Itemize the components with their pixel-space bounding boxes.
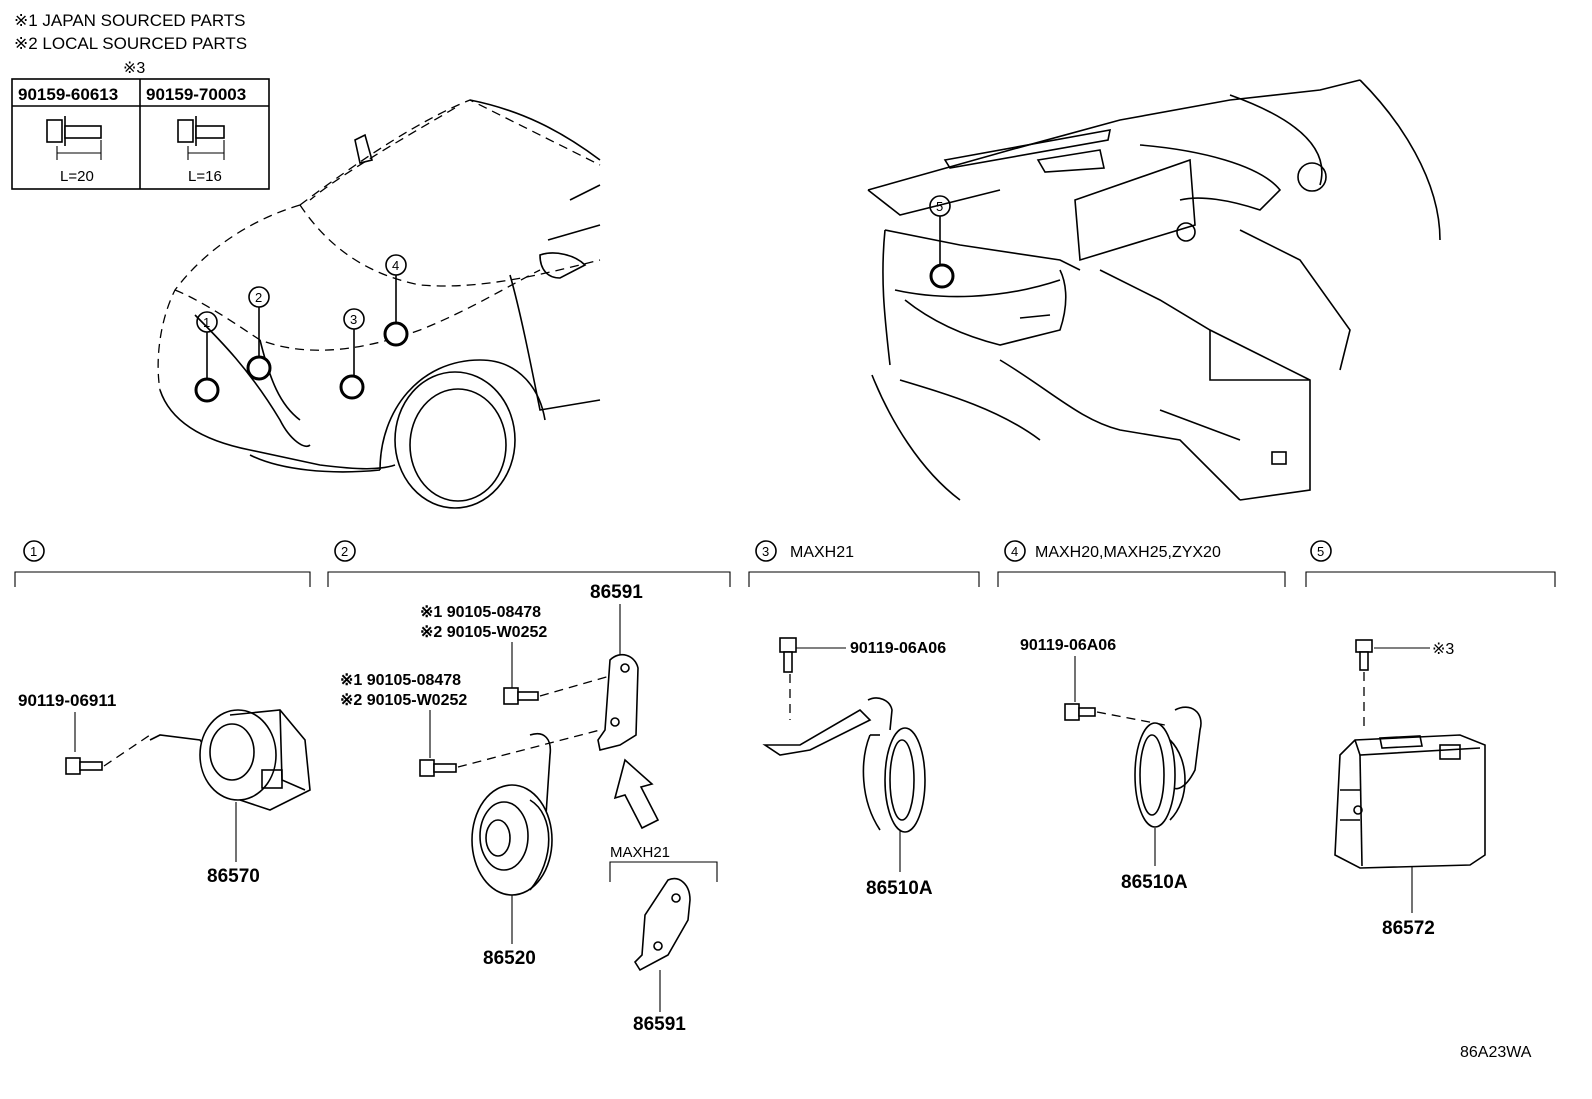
section-5-header: 5 bbox=[1305, 540, 1556, 587]
locator-5: 5 bbox=[929, 195, 955, 289]
svg-text:2: 2 bbox=[255, 290, 262, 305]
s2-bolt-a-japan: ※1 90105-08478 bbox=[420, 604, 541, 621]
bracket-variant-icon bbox=[633, 878, 691, 972]
svg-text:4: 4 bbox=[1011, 544, 1018, 559]
up-arrow-icon bbox=[613, 758, 660, 830]
svg-text:3: 3 bbox=[350, 312, 357, 327]
s5-bolt-label: ※3 bbox=[1432, 641, 1454, 658]
s3-main-label: 86510A bbox=[866, 878, 933, 899]
flange-bolt-short-icon bbox=[177, 116, 225, 160]
s2-bolt-a-icon bbox=[503, 687, 539, 705]
figure-code: 86A23WA bbox=[1460, 1044, 1532, 1061]
svg-text:5: 5 bbox=[1317, 544, 1324, 559]
s2-bolt-b-icon bbox=[419, 759, 457, 777]
s2-bolt-b-local: ※2 90105-W0252 bbox=[340, 692, 467, 709]
bracket-icon bbox=[597, 653, 639, 751]
section-1-header: 1 bbox=[14, 540, 311, 587]
spiral-cable-icon bbox=[149, 709, 311, 811]
svg-text:3: 3 bbox=[762, 544, 769, 559]
s2-variant-label: MAXH21 bbox=[610, 844, 670, 861]
section-4-header: 4 MAXH20,MAXH25,ZYX20 bbox=[997, 540, 1286, 587]
locator-2: 2 bbox=[246, 286, 272, 381]
section-3-header: 3 MAXH21 bbox=[748, 540, 980, 587]
s1-bolt-icon bbox=[65, 757, 103, 775]
control-module-icon bbox=[1334, 734, 1486, 869]
dashboard-interior-illustration bbox=[867, 79, 1441, 501]
svg-text:4: 4 bbox=[392, 258, 399, 273]
s3-bolt-label: 90119-06A06 bbox=[850, 640, 946, 657]
locator-4: 4 bbox=[383, 254, 409, 347]
s2-bolt-a-local: ※2 90105-W0252 bbox=[420, 624, 547, 641]
s5-screw-icon bbox=[1355, 639, 1373, 671]
bolt-table-col2-length: L=16 bbox=[188, 168, 222, 185]
flange-bolt-long-icon bbox=[46, 116, 102, 160]
svg-text:1: 1 bbox=[30, 544, 37, 559]
s1-main-label: 86570 bbox=[207, 866, 260, 887]
s2-horn-label: 86520 bbox=[483, 948, 536, 969]
s4-main-label: 86510A bbox=[1121, 872, 1188, 893]
s4-bolt-label: 90119-06A06 bbox=[1020, 637, 1116, 654]
s5-main-label: 86572 bbox=[1382, 918, 1435, 939]
high-horn-bracket-icon bbox=[762, 697, 926, 833]
locator-3: 3 bbox=[339, 308, 365, 400]
svg-text:2: 2 bbox=[341, 544, 348, 559]
svg-text:5: 5 bbox=[936, 199, 943, 214]
svg-text:1: 1 bbox=[203, 315, 210, 330]
s4-bolt-icon bbox=[1064, 703, 1096, 721]
horn-icon bbox=[471, 733, 553, 896]
section-3-label: MAXH21 bbox=[790, 544, 854, 561]
s2-bracket-top-label: 86591 bbox=[590, 582, 643, 603]
car-front-exterior-illustration bbox=[157, 99, 601, 509]
s1-bolt-label: 90119-06911 bbox=[18, 691, 116, 710]
locator-1: 1 bbox=[194, 311, 220, 403]
s3-bolt-icon bbox=[779, 637, 797, 673]
note-japan: ※1 JAPAN SOURCED PARTS bbox=[14, 11, 246, 30]
bolt-table-col2-part: 90159-70003 bbox=[146, 85, 246, 104]
bolt-table: ※3 90159-60613 90159-70003 L=20 L=16 bbox=[11, 60, 270, 190]
bolt-table-group-label: ※3 bbox=[123, 60, 145, 77]
low-horn-icon bbox=[1134, 706, 1202, 828]
section-4-label: MAXH20,MAXH25,ZYX20 bbox=[1035, 544, 1221, 561]
note-local: ※2 LOCAL SOURCED PARTS bbox=[14, 34, 247, 53]
s2-bracket-bottom-label: 86591 bbox=[633, 1014, 686, 1035]
section-2-header: 2 bbox=[327, 540, 731, 587]
bolt-table-col1-length: L=20 bbox=[60, 168, 94, 185]
bolt-table-col1-part: 90159-60613 bbox=[18, 85, 118, 104]
s2-bolt-b-japan: ※1 90105-08478 bbox=[340, 672, 461, 689]
